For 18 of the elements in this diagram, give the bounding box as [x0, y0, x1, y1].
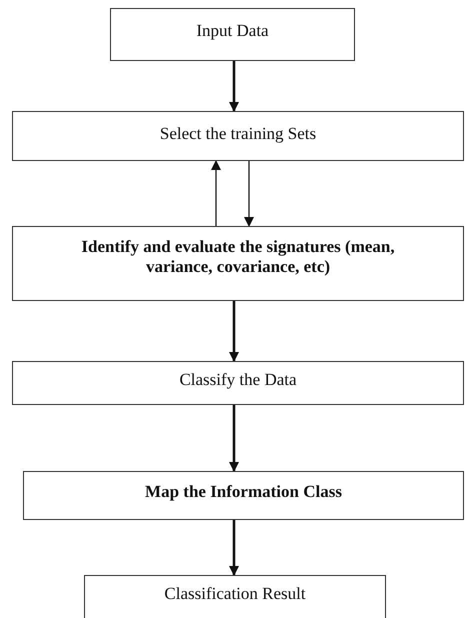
process-box — [23, 471, 464, 520]
step-label: Input Data — [196, 20, 269, 42]
arrow — [229, 520, 239, 576]
step-label: Identify and evaluate the signatures (mean, variance, covariance, etc) — [80, 236, 396, 278]
arrow — [229, 301, 239, 362]
step-label: Select the training Sets — [160, 123, 316, 144]
process-box — [12, 226, 464, 301]
arrow — [229, 405, 239, 472]
process-box — [110, 8, 355, 61]
step-label: Classify the Data — [179, 369, 297, 390]
arrow — [211, 160, 221, 226]
process-box — [12, 111, 464, 161]
process-box — [12, 361, 464, 405]
step-label: Classification Result — [164, 583, 306, 604]
step-label: Map the Information Class — [145, 481, 342, 502]
arrow — [244, 161, 254, 227]
arrow — [229, 61, 239, 112]
process-box — [84, 575, 386, 618]
